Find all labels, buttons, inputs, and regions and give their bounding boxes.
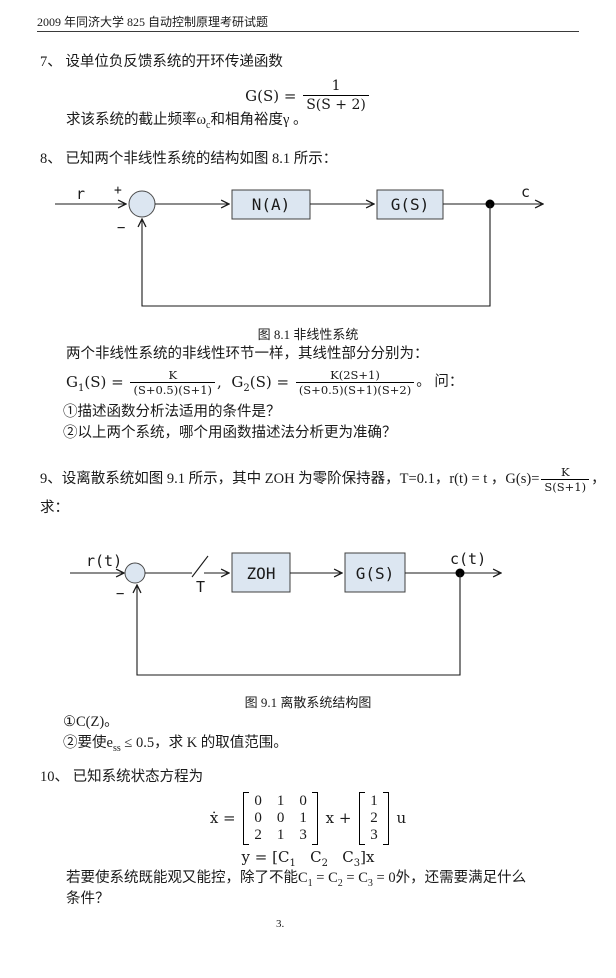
- vector-cell: 1: [370, 792, 378, 809]
- vector-cell: 2: [370, 809, 378, 826]
- q7-stem: 7、 设单位负反馈系统的开环传递函数: [40, 54, 283, 70]
- sampler-switch: [191, 555, 209, 578]
- input-label: r(t): [86, 552, 122, 570]
- input-label: r: [76, 185, 85, 203]
- feedback-wire: [137, 573, 461, 676]
- g2-lhs: G2(S) =: [231, 373, 294, 394]
- q7-formula-lhs: G(S) =: [245, 86, 302, 105]
- q10-condition-line-1: 若要使系统既能观又能控，除了不能C1 = C2 = C3 = 0外，还需要满足什…: [66, 870, 527, 889]
- feedback-wire: [142, 204, 491, 307]
- block-gs: [344, 552, 406, 593]
- left-bracket: [359, 791, 366, 845]
- block-zoh-label: ZOH: [247, 564, 276, 583]
- q8-item-1: ①描述函数分析法适用的条件是？: [63, 404, 281, 420]
- q9-stem: 9、设离散系统如图 9.1 所示，其中 ZOH 为零阶保持器，T=0.1，r(t…: [40, 464, 606, 494]
- q8-para: 两个非线性系统的非线性环节一样，其线性部分分别为：: [66, 346, 429, 362]
- q9-item-2: ②要使ess ≤ 0.5，求 K 的取值范围。: [63, 735, 288, 754]
- block-gs-label: G(S): [356, 564, 395, 583]
- q9-item-1: ①C(Z)。: [63, 714, 119, 730]
- minus-sign: −: [117, 220, 125, 236]
- q10-condition-line-2: 条件？: [66, 891, 110, 907]
- q7-ask: 求该系统的截止频率ωc和相角裕度γ 。: [66, 112, 308, 131]
- matrix-cell: 3: [299, 826, 307, 843]
- g1-lhs: G1(S) =: [66, 373, 129, 394]
- output-label: c(t): [450, 550, 486, 568]
- left-bracket: [243, 791, 250, 845]
- matrix-cell: 0: [299, 792, 307, 809]
- figure-8-1-caption: 图 8.1 非线性系统: [257, 327, 359, 342]
- figure-9-1-caption: 图 9.1 离散系统结构图: [244, 695, 372, 710]
- header-divider: [37, 31, 579, 32]
- xdot-lhs: ẋ =: [209, 809, 241, 827]
- u-term: u: [391, 809, 407, 827]
- matrix-cell: 0: [276, 809, 285, 826]
- x-plus: x +: [320, 809, 357, 827]
- matrix-cell: 2: [254, 826, 262, 843]
- output-label: c: [521, 183, 530, 201]
- q8-transfer-functions: G1(S) = K(S+0.5)(S+1), G2(S) = K(2S+1)(S…: [66, 367, 464, 397]
- block-na-label: N(A): [252, 195, 291, 214]
- discrete-system-block-diagram: r(t) T ZOH G(S) c(t) −: [70, 550, 616, 676]
- matrix-cell: 0: [254, 792, 262, 809]
- q8-stem: 8、 已知两个非线性系统的结构如图 8.1 所示：: [40, 151, 338, 167]
- minus-sign: −: [116, 586, 124, 602]
- block-zoh: [231, 552, 291, 593]
- sampler-period-label: T: [196, 578, 205, 596]
- right-bracket: [382, 791, 389, 845]
- right-bracket: [311, 791, 318, 845]
- q9-ask: 求：: [40, 500, 69, 516]
- nonlinear-system-block-diagram: r + N(A) G(S) c −: [55, 183, 616, 307]
- matrix-cell: 0: [254, 809, 262, 826]
- q8-item-2: ②以上两个系统，哪个用函数描述法分析更为准确？: [63, 425, 397, 441]
- ess-subscript: ss: [112, 742, 121, 754]
- matrix-cell: 1: [299, 809, 307, 826]
- g2-fraction: K(2S+1)(S+0.5)(S+1)(S+2): [295, 368, 415, 397]
- matrix-cell: 1: [276, 826, 285, 843]
- plus-sign: +: [114, 183, 122, 198]
- block-gs-label: G(S): [391, 195, 430, 214]
- summing-junction: [128, 190, 156, 218]
- matrix-cell: 1: [276, 792, 285, 809]
- input-vector-b: 1 2 3: [359, 791, 389, 845]
- block-na: [231, 189, 311, 220]
- omega-c-subscript: c: [206, 119, 211, 131]
- vector-cell: 3: [370, 826, 378, 843]
- q10-stem: 10、 已知系统状态方程为: [40, 769, 204, 785]
- page-header-title: 2009 年同济大学 825 自动控制原理考研试题: [37, 15, 269, 29]
- summing-junction: [124, 562, 146, 584]
- page-number: 3.: [276, 918, 285, 930]
- g1-fraction: K(S+0.5)(S+1): [130, 368, 216, 397]
- q10-output-equation: y = [C1 C2 C3]x: [241, 848, 375, 869]
